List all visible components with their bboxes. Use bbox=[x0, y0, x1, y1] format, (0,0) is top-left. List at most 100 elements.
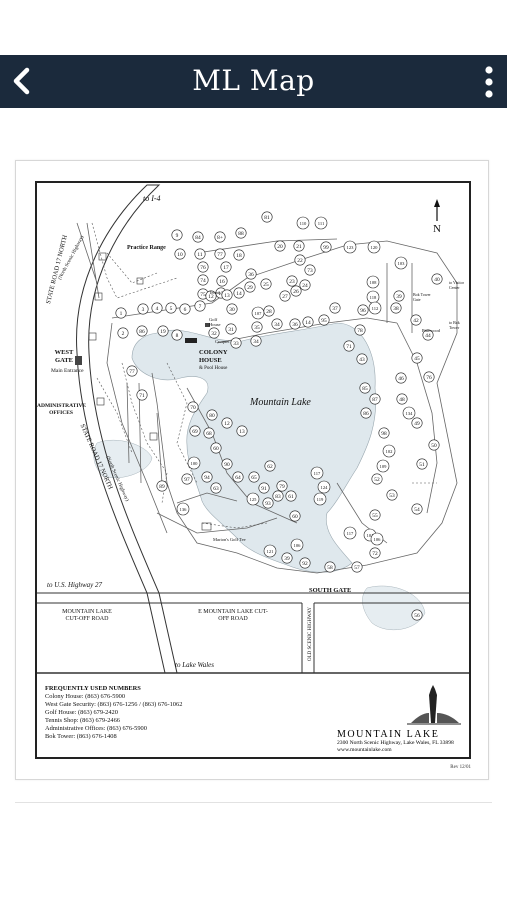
lot-number: 3 bbox=[142, 307, 145, 313]
lot-marker: 64 bbox=[232, 471, 244, 483]
lot-number: 36 bbox=[248, 272, 254, 278]
lot-number: 46 bbox=[398, 376, 404, 382]
lot-marker: 89 bbox=[156, 480, 168, 492]
brand-name: MOUNTAIN LAKE bbox=[337, 729, 440, 740]
lot-number: 96 bbox=[360, 308, 366, 314]
lot-marker: 35 bbox=[251, 321, 263, 333]
lot-marker: 5 bbox=[165, 302, 177, 314]
lot-number: 89 bbox=[159, 484, 165, 490]
lot-number: 79 bbox=[279, 484, 285, 490]
more-options-button[interactable] bbox=[481, 66, 497, 98]
lot-number: 37 bbox=[332, 306, 338, 312]
mountain-lake-logo: MOUNTAIN LAKE 2300 North Scenic Highway,… bbox=[337, 683, 463, 754]
lot-marker: 60 bbox=[210, 442, 222, 454]
pinewood-label: Pinewood bbox=[422, 328, 440, 333]
lot-number: 13 bbox=[239, 429, 245, 435]
lot-number: 61 bbox=[288, 494, 294, 500]
lot-marker: 28 bbox=[263, 305, 275, 317]
lot-number: 29 bbox=[247, 285, 253, 291]
lot-marker: 39 bbox=[393, 290, 405, 302]
lot-number: 23 bbox=[289, 279, 295, 285]
lot-marker: 13 bbox=[236, 425, 248, 437]
lot-number: 91 bbox=[261, 486, 267, 492]
lot-number: 71 bbox=[346, 344, 352, 350]
lot-marker: 136 bbox=[176, 502, 190, 516]
lot-marker: 92 bbox=[299, 557, 311, 569]
lot-number: 34 bbox=[253, 339, 259, 345]
app-bar: ML Map bbox=[0, 55, 507, 108]
lot-marker: 60 bbox=[289, 510, 301, 522]
lot-marker: 86 bbox=[136, 325, 148, 337]
lot-marker: 106 bbox=[290, 538, 304, 552]
lot-number: 95 bbox=[321, 318, 327, 324]
lot-marker: 69 bbox=[189, 425, 201, 437]
lot-marker: 50 bbox=[428, 439, 440, 451]
lot-marker: 45 bbox=[411, 352, 423, 364]
lot-number: 27 bbox=[282, 294, 288, 300]
lot-marker: 110 bbox=[296, 216, 310, 230]
lot-number: 22 bbox=[297, 258, 303, 264]
lot-number: 73 bbox=[307, 268, 313, 274]
lot-number: 110 bbox=[300, 221, 307, 226]
lot-number: 124 bbox=[321, 485, 329, 490]
lot-number: 48 bbox=[399, 397, 405, 403]
lot-marker: 39 bbox=[281, 552, 293, 564]
lot-marker: 95 bbox=[318, 314, 330, 326]
lot-marker: 53 bbox=[386, 489, 398, 501]
back-button[interactable] bbox=[8, 66, 38, 96]
lot-marker: 68 bbox=[203, 427, 215, 439]
lot-number: 36 bbox=[292, 322, 298, 328]
lot-number: 117 bbox=[347, 531, 354, 536]
tower-logo-icon bbox=[407, 685, 461, 725]
phone-line: Bok Tower: (863) 676-1408 bbox=[45, 733, 117, 740]
lot-number: 119 bbox=[317, 497, 324, 502]
lot-number: 71 bbox=[139, 393, 145, 399]
lot-marker: 93 bbox=[262, 497, 274, 509]
lot-number: 15 bbox=[218, 291, 224, 297]
lot-number: 106 bbox=[374, 537, 382, 542]
lot-marker: 134 bbox=[402, 406, 416, 420]
lot-marker: 38 bbox=[390, 302, 402, 314]
lot-marker: 103 bbox=[394, 256, 408, 270]
lot-marker: 16 bbox=[216, 275, 228, 287]
lot-marker: 65 bbox=[248, 471, 260, 483]
lot-marker: 6 bbox=[179, 303, 191, 315]
lot-marker: 8+ bbox=[214, 231, 226, 243]
lot-marker: 22 bbox=[294, 254, 306, 266]
lot-number: 26 bbox=[293, 289, 299, 295]
lot-marker: 46 bbox=[395, 372, 407, 384]
lot-marker: 88 bbox=[235, 227, 247, 239]
lot-marker: 14 bbox=[233, 287, 245, 299]
lot-number: 50 bbox=[431, 443, 437, 449]
lot-number: 97 bbox=[184, 477, 190, 483]
lot-number: 1 bbox=[120, 311, 123, 317]
lot-marker: 37 bbox=[329, 302, 341, 314]
lot-marker: 12 bbox=[221, 417, 233, 429]
administrative-offices-label: ADMINISTRATIVE OFFICES bbox=[37, 403, 87, 416]
lot-marker: 90 bbox=[221, 458, 233, 470]
lot-marker: 14 bbox=[302, 316, 314, 328]
lot-number: 44 bbox=[425, 333, 431, 339]
to-i4-label: to I-4 bbox=[143, 194, 161, 203]
lot-number: 42 bbox=[413, 318, 419, 324]
lot-marker: 13 bbox=[221, 289, 233, 301]
phone-line: Colony House: (863) 676-5900 bbox=[45, 693, 126, 700]
lot-marker: 106 bbox=[370, 532, 384, 546]
lot-marker: 87 bbox=[369, 393, 381, 405]
to-bok-tower-label: to Bok Tower bbox=[449, 320, 460, 330]
lot-marker: 8 bbox=[171, 329, 183, 341]
lot-number: 98 bbox=[381, 431, 387, 437]
lot-marker: 49 bbox=[411, 417, 423, 429]
lot-marker: 2 bbox=[117, 327, 129, 339]
lot-number: 56 bbox=[414, 613, 420, 619]
lot-number: 14 bbox=[236, 291, 242, 297]
lot-number: 55 bbox=[372, 513, 378, 519]
lot-number: 39 bbox=[284, 556, 290, 562]
lot-number: 87 bbox=[372, 397, 378, 403]
lot-number: 63 bbox=[213, 486, 219, 492]
to-lake-wales-label: to Lake Wales bbox=[175, 661, 215, 669]
mountain-lake-label: Mountain Lake bbox=[250, 397, 311, 408]
lot-number: 88 bbox=[238, 231, 244, 237]
lot-number: 103 bbox=[398, 261, 406, 266]
